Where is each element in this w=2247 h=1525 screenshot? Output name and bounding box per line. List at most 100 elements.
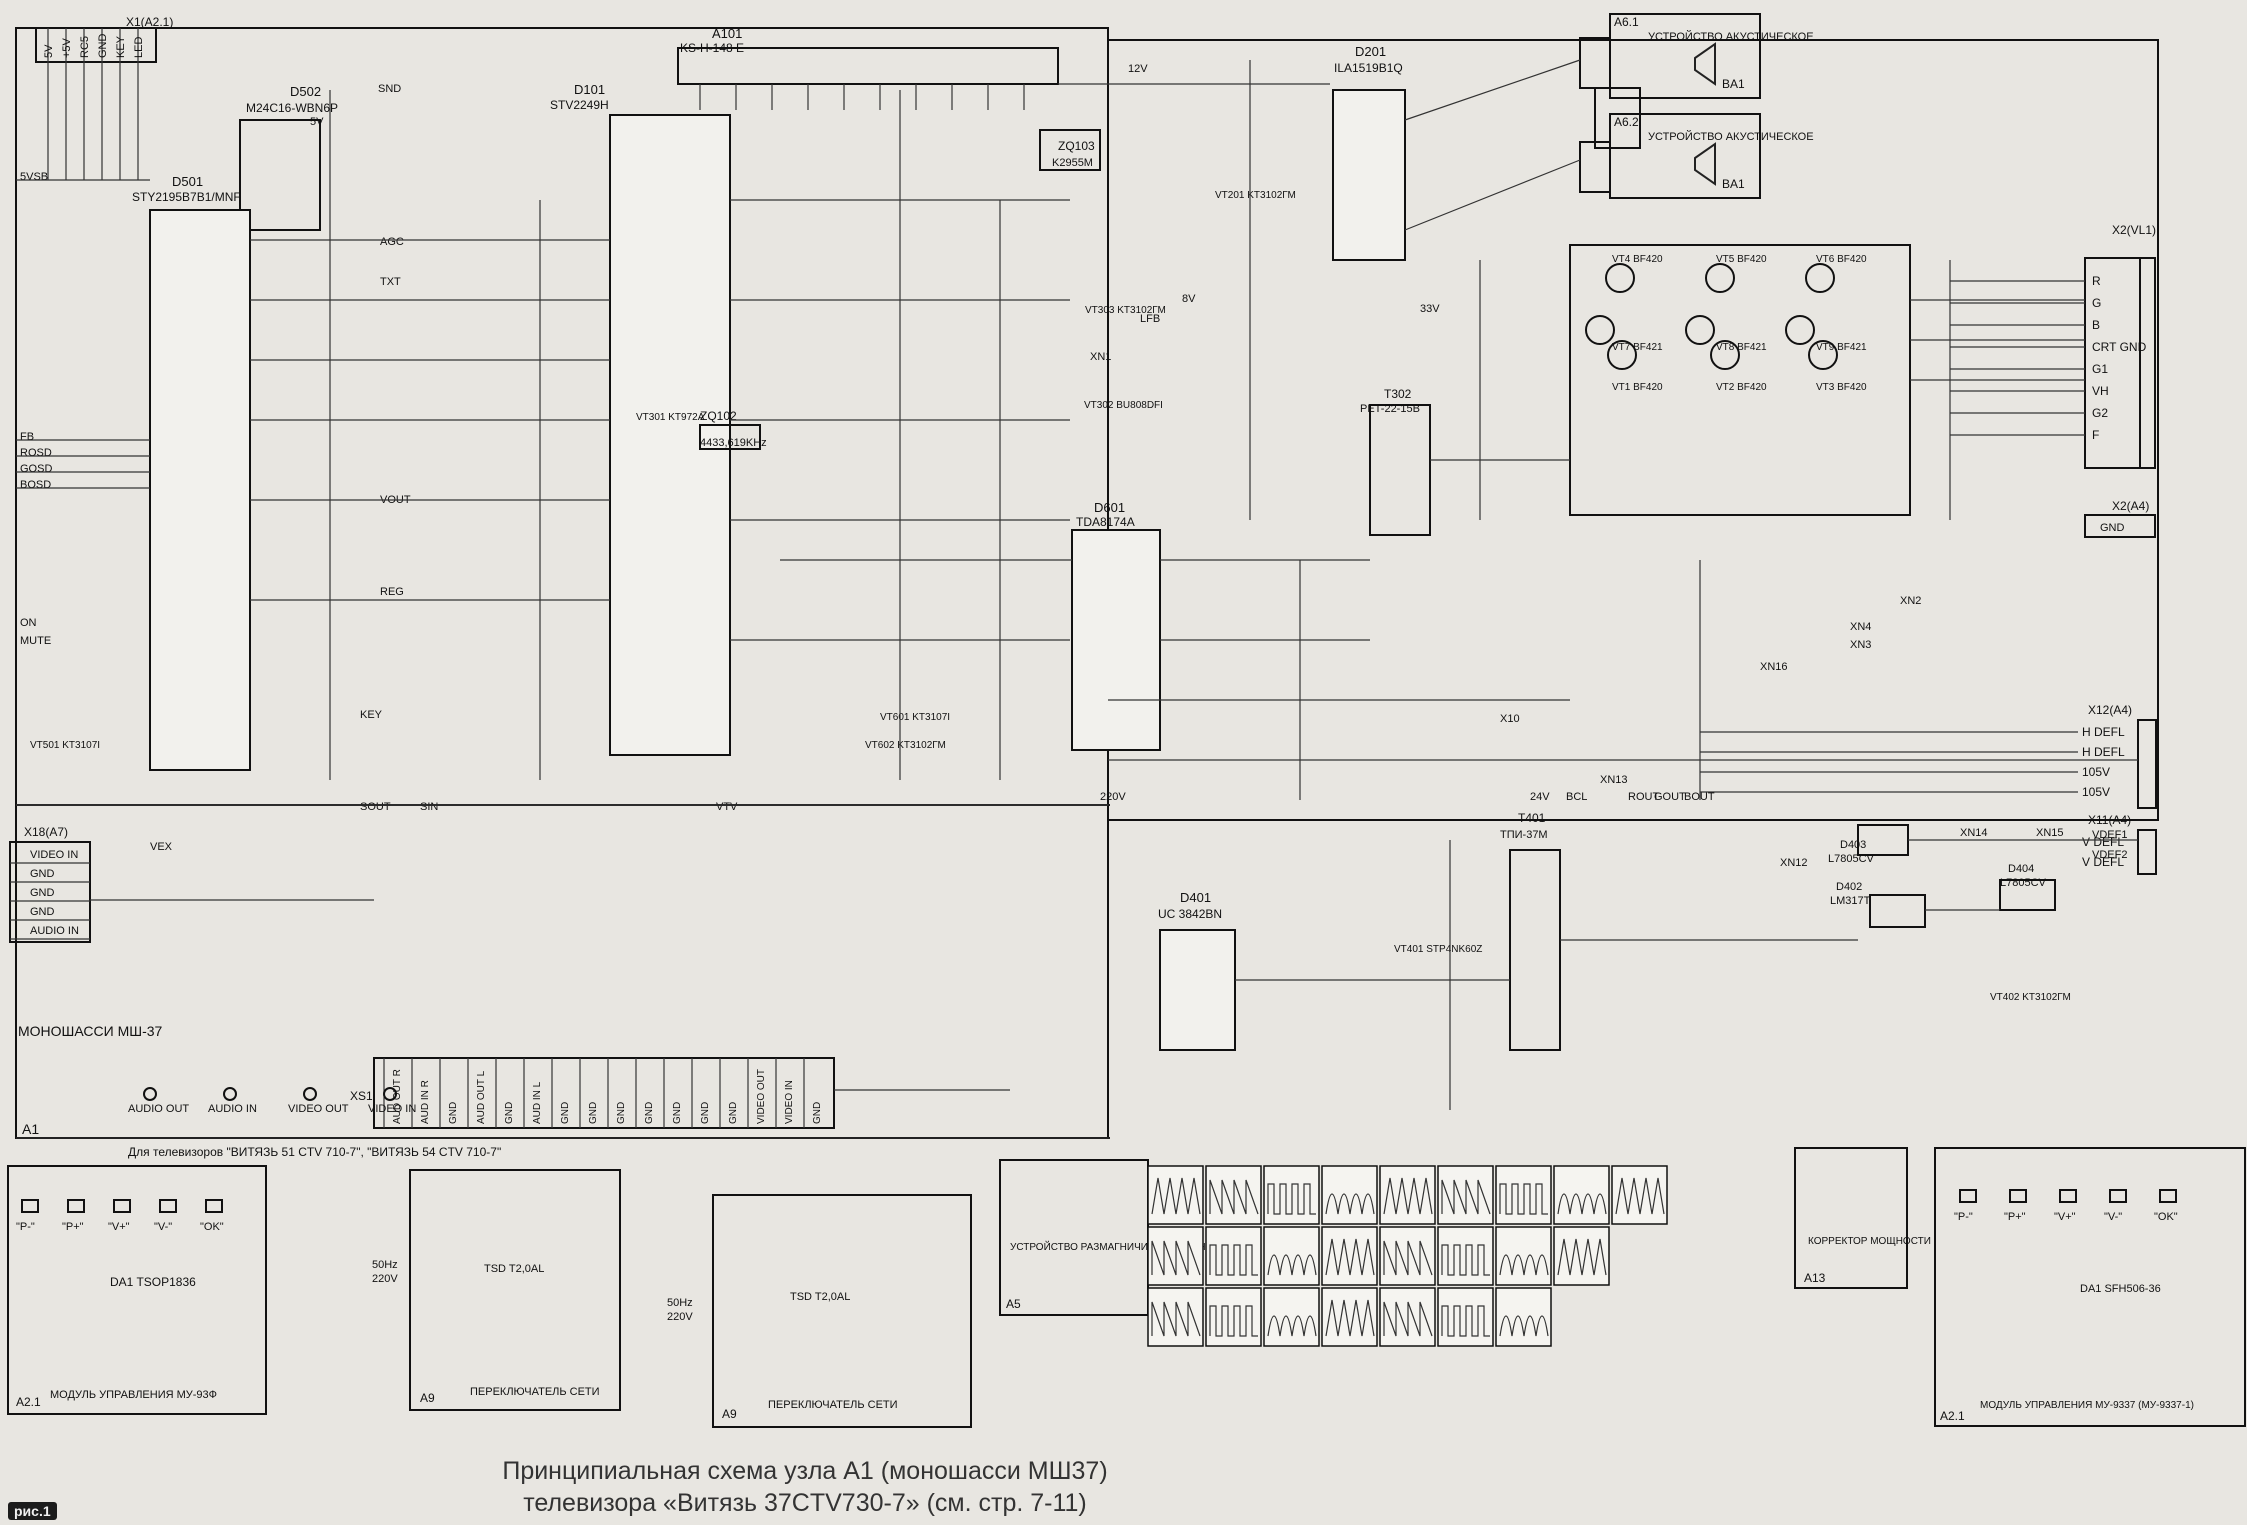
x2-pin-label: B <box>2092 318 2100 332</box>
net-label: XN3 <box>1850 639 1871 651</box>
button-label: "P-" <box>16 1221 35 1233</box>
rgb-transistor-symbol <box>1808 340 1838 370</box>
net-label: XN13 <box>1600 774 1628 786</box>
net-label: XN4 <box>1850 621 1871 633</box>
ic-d501-ref: D501 <box>172 174 203 189</box>
button-label: "P-" <box>1954 1211 1973 1223</box>
waveform-trace <box>1325 1238 1375 1276</box>
net-label: 5V <box>310 116 324 128</box>
x2-pin-label: R <box>2092 274 2101 288</box>
mains-volt-2: 220V <box>667 1311 693 1323</box>
speaker-block-a6-1: A6.1 УСТРОЙСТВО АКУСТИЧЕСКОЕ BA1 <box>1579 13 1814 99</box>
transistor-label: VT501 KT3107I <box>30 740 100 751</box>
net-label: GOUT <box>1654 791 1686 803</box>
net-label: BCL <box>1566 791 1587 803</box>
chassis-label: МОНОШАССИ МШ-37 <box>18 1023 163 1039</box>
av-jack-circle <box>383 1087 397 1101</box>
button-symbol <box>1959 1189 1977 1203</box>
av-jack-label: AUDIO IN <box>208 1103 257 1115</box>
net-label: FB <box>20 431 34 443</box>
caption-line-1: Принципиальная схема узла А1 (моношасси … <box>502 1457 1108 1485</box>
button-symbol <box>2009 1189 2027 1203</box>
wire-segment <box>1404 159 1581 231</box>
d402-ref: D402 <box>1836 881 1862 893</box>
caption-line-2: телевизора «Витязь 37СTV730-7» (см. стр.… <box>523 1489 1087 1517</box>
net-label: XN1 <box>1090 351 1111 363</box>
waveform-trace <box>1151 1177 1201 1215</box>
subblock-control-module-2: A2.1 МОДУЛЬ УПРАВЛЕНИЯ МУ-9337 (МУ-9337-… <box>1934 1147 2246 1427</box>
x2-pin-label: F <box>2092 428 2099 442</box>
waveform-box <box>1321 1287 1378 1347</box>
waveform-trace <box>1557 1193 1607 1215</box>
subblock-1-ref: A2.1 <box>16 1395 41 1409</box>
connector-x2-a4: X2(A4) GND <box>2084 499 2156 538</box>
xs1-pin-label: VIDEO OUT <box>756 1069 767 1124</box>
button-symbol <box>67 1199 85 1213</box>
connector-x2a4-ref: X2(A4) <box>2112 499 2149 513</box>
button-label: "V+" <box>2054 1211 2076 1223</box>
rgb-transistor-symbol <box>1785 315 1815 345</box>
rgb-transistor-symbol <box>1805 263 1835 293</box>
ic-d401-part: UC 3842BN <box>1158 907 1222 921</box>
speaker-a6-1-ba: BA1 <box>1722 77 1745 91</box>
button-symbol <box>2159 1189 2177 1203</box>
ic-d201-ref: D201 <box>1355 44 1386 59</box>
d403-part: L7805CV <box>1828 853 1875 865</box>
board-label: A1 <box>22 1121 39 1137</box>
x2-pin-label: CRT GND <box>2092 340 2147 354</box>
net-label: SND <box>378 83 401 95</box>
net-label: ROUT <box>1628 791 1659 803</box>
net-label: XN14 <box>1960 827 1988 839</box>
waveform-box <box>1553 1165 1610 1225</box>
x1-pin-label: LED <box>133 37 145 58</box>
button-label: "V-" <box>2104 1211 2122 1223</box>
net-label: XN12 <box>1780 857 1808 869</box>
ic-d502-part: M24C16-WBN6P <box>246 101 338 115</box>
waveform-trace <box>1209 1179 1259 1215</box>
subblock-1-label: МОДУЛЬ УПРАВЛЕНИЯ МУ-93Ф <box>50 1389 217 1401</box>
x18-pin-label: VIDEO IN <box>30 849 78 861</box>
subblock-3-label: ПЕРЕКЛЮЧАТЕЛЬ СЕТИ <box>768 1399 898 1411</box>
d402-part: LM317T <box>1830 895 1871 907</box>
x2-pin-label: G1 <box>2092 362 2108 376</box>
transistor-label: VT8 BF421 <box>1716 342 1767 353</box>
button-symbol <box>2059 1189 2077 1203</box>
mains-freq-2: 50Hz <box>667 1297 693 1309</box>
connector-x2a4-pin: GND <box>2100 522 2125 534</box>
subblock-power-corrector: A13 КОРРЕКТОР МОЩНОСТИ <box>1794 1147 1931 1289</box>
net-label: LFB <box>1140 313 1160 325</box>
subblock-2-label: ПЕРЕКЛЮЧАТЕЛЬ СЕТИ <box>470 1386 600 1398</box>
subblock-5-label: КОРРЕКТОР МОЩНОСТИ <box>1808 1236 1931 1247</box>
t302-ref: T302 <box>1384 387 1412 401</box>
speaker-a6-2-ba: BA1 <box>1722 177 1745 191</box>
waveform-trace <box>1151 1240 1201 1276</box>
net-label: 33V <box>1420 303 1440 315</box>
x12-pin-label: 105V <box>2082 785 2110 799</box>
waveform-trace <box>1325 1193 1375 1215</box>
ic-d601-ref: D601 <box>1094 500 1125 515</box>
net-label: SIN <box>420 801 438 813</box>
ic-d101: D101 STV2249H <box>550 82 731 756</box>
xs1-pin-label: GND <box>504 1102 515 1124</box>
zq102-ref: ZQ102 <box>700 409 737 423</box>
button-label: "P+" <box>2004 1211 2026 1223</box>
waveform-box <box>1495 1226 1552 1286</box>
ic-d502-ref: D502 <box>290 84 321 99</box>
waveform-trace <box>1499 1254 1549 1276</box>
waveform-trace <box>1441 1305 1490 1337</box>
rgb-transistor-symbol <box>1607 340 1637 370</box>
net-label: XN2 <box>1900 595 1921 607</box>
net-label: 220V <box>1100 791 1126 803</box>
net-label: X10 <box>1500 713 1520 725</box>
waveform-trace <box>1499 1315 1549 1337</box>
waveform-box <box>1611 1165 1668 1225</box>
waveform-trace <box>1441 1179 1491 1215</box>
note-tv-models: Для телевизоров "ВИТЯЗЬ 51 CTV 710-7", "… <box>128 1145 501 1159</box>
ic-d501: D501 STY2195B7B1/MNF <box>132 174 251 771</box>
connector-x11-ref: X11(A4) <box>2088 813 2131 827</box>
button-symbol <box>113 1199 131 1213</box>
